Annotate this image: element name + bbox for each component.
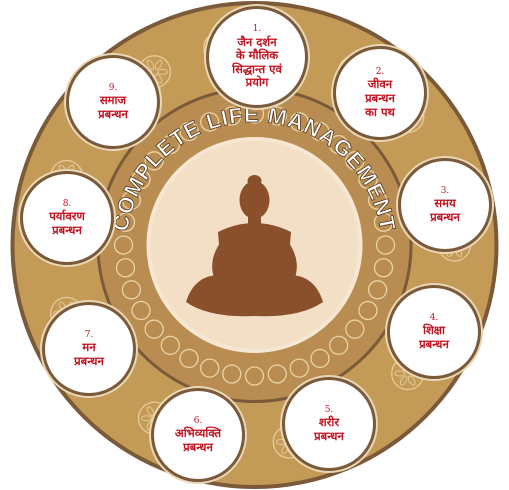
management-node-1: 1.जैन दर्शन के मौलिक सिद्धान्त एवं प्रयो… — [206, 6, 308, 108]
band-ornament — [200, 358, 220, 378]
inner-band-pattern — [113, 104, 396, 386]
management-node-9: 9.समाज प्रबन्धन — [66, 55, 160, 149]
band-ornament — [131, 169, 151, 190]
node-number: 5. — [324, 404, 334, 415]
node-number: 2. — [375, 66, 385, 77]
band-ornament — [179, 348, 199, 369]
band-ornament — [375, 235, 396, 255]
band-ornament — [367, 190, 388, 210]
band-ornament — [113, 235, 134, 255]
band-ornament — [222, 364, 242, 384]
management-node-3: 3.समय प्रबन्धन — [398, 158, 492, 252]
band-ornament — [160, 134, 180, 155]
management-node-2: 2.जीवन प्रबन्धन का पथ — [333, 46, 427, 140]
band-ornament — [160, 335, 180, 356]
band-ornament — [289, 112, 309, 132]
node-number: 1. — [252, 24, 262, 35]
band-ornament — [345, 151, 365, 171]
mandala-petal — [399, 375, 408, 386]
management-node-5: 5.शरीर प्रबन्धन — [282, 377, 376, 471]
management-node-8: 8.पर्यावरण प्रबन्धन — [20, 171, 114, 265]
node-label: मन प्रबन्धन — [74, 340, 104, 368]
management-node-4: 4.शिक्षा प्रबन्धन — [387, 285, 481, 379]
node-number: 3. — [440, 185, 450, 196]
mandala-petal — [154, 73, 163, 84]
node-number: 6. — [193, 415, 203, 426]
band-ornament — [373, 212, 394, 232]
band-ornament — [367, 280, 388, 300]
band-ornament — [179, 121, 199, 142]
band-ornament — [358, 169, 378, 190]
node-label: शरीर प्रबन्धन — [314, 415, 344, 443]
node-label: जीवन प्रबन्धन का पथ — [365, 77, 395, 119]
band-ornament — [121, 190, 142, 210]
band-ornament — [310, 348, 330, 369]
mandala-petal — [407, 375, 416, 386]
mandala-petal — [141, 415, 152, 422]
node-number: 9. — [108, 82, 118, 93]
mandala-petal — [146, 406, 155, 417]
management-node-6: 6.अभिव्यक्ति प्रबन्धन — [151, 388, 245, 482]
band-ornament — [345, 319, 365, 339]
band-ornament — [131, 300, 151, 321]
mandala-petal — [394, 370, 406, 377]
mandala-petal — [154, 59, 163, 70]
node-label: जैन दर्शन के मौलिक सिद्धान्त एवं प्रयोग — [232, 34, 282, 90]
band-ornament — [200, 112, 220, 132]
seated-meditating-monk-icon — [186, 175, 323, 317]
band-ornament — [267, 106, 287, 126]
band-ornament — [144, 151, 164, 171]
band-ornament — [373, 258, 394, 278]
mandala-petal — [146, 59, 155, 70]
band-ornament — [121, 280, 142, 300]
node-label: अभिव्यक्ति प्रबन्धन — [174, 426, 222, 454]
band-ornament — [115, 212, 136, 232]
band-ornament — [144, 319, 164, 339]
band-ornament — [310, 121, 330, 142]
band-ornament — [115, 258, 136, 278]
node-label: पर्यावरण प्रबन्धन — [49, 209, 85, 237]
node-number: 7. — [84, 329, 94, 340]
node-label: शिक्षा प्रबन्धन — [419, 323, 449, 351]
node-number: 8. — [62, 198, 72, 209]
node-number: 4. — [429, 312, 439, 323]
band-ornament — [358, 300, 378, 321]
band-ornament — [267, 364, 287, 384]
management-node-7: 7.मन प्रबन्धन — [42, 302, 136, 396]
band-ornament — [329, 335, 349, 356]
band-ornament — [329, 134, 349, 155]
node-label: समय प्रबन्धन — [430, 196, 460, 224]
band-ornament — [289, 358, 309, 378]
band-ornament — [222, 106, 242, 126]
node-label: समाज प्रबन्धन — [98, 93, 128, 121]
mandala-petal — [157, 68, 168, 75]
band-ornament — [244, 366, 265, 386]
